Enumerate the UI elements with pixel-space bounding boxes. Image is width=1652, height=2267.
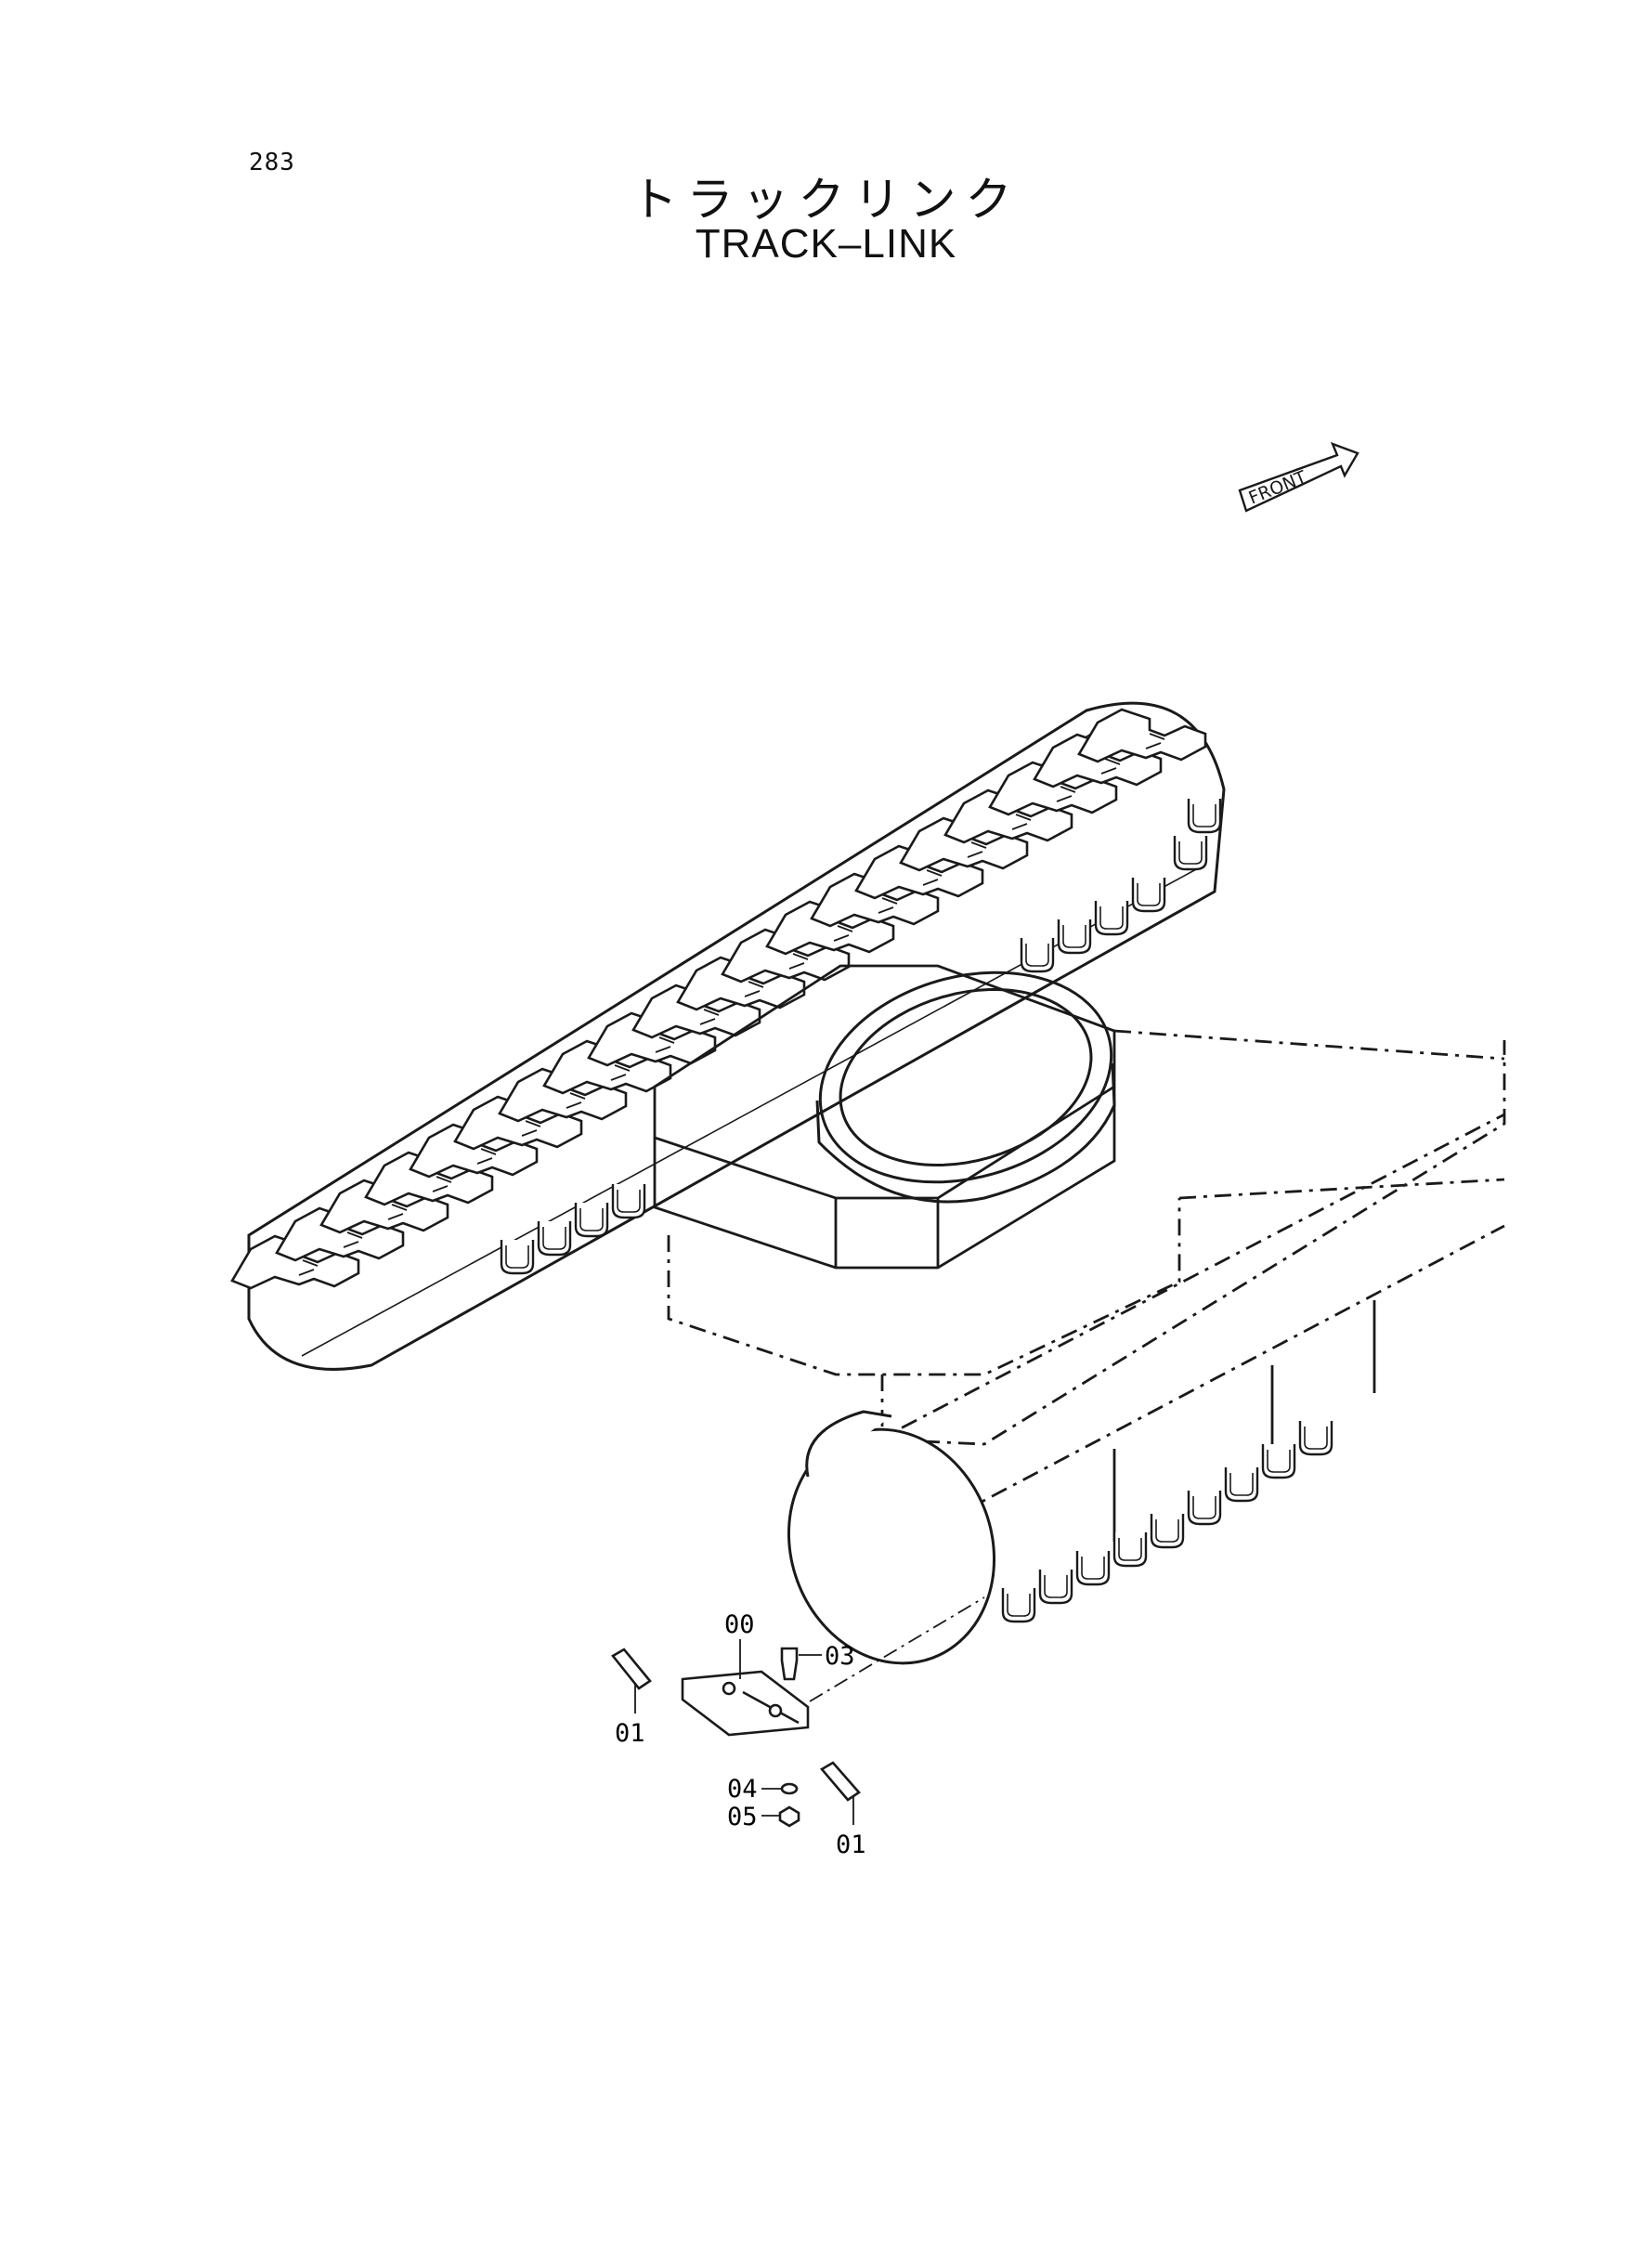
upper-track-belt xyxy=(230,701,1226,1371)
title-japanese: トラックリンク xyxy=(631,173,1021,227)
lower-track-grousers xyxy=(1001,1419,1333,1623)
leader-lines xyxy=(634,1596,985,1825)
page-number: 283 xyxy=(249,149,295,176)
callout-03: 03 xyxy=(825,1642,855,1671)
center-frame xyxy=(653,964,1506,1446)
callout-01-right: 01 xyxy=(836,1831,866,1859)
callout-05: 05 xyxy=(727,1803,758,1831)
upper-track-shoes xyxy=(230,708,1207,1290)
title-english: TRACK–LINK xyxy=(695,221,957,267)
callout-04: 04 xyxy=(727,1775,758,1804)
exploded-track-link xyxy=(611,1647,861,1828)
swing-circle xyxy=(815,971,1116,1204)
callout-00: 00 xyxy=(724,1610,755,1639)
front-arrow: FRONT xyxy=(1238,441,1359,513)
callout-01-left: 01 xyxy=(615,1719,645,1748)
front-arrow-label: FRONT xyxy=(1246,467,1310,509)
front-idler xyxy=(787,1410,996,1665)
